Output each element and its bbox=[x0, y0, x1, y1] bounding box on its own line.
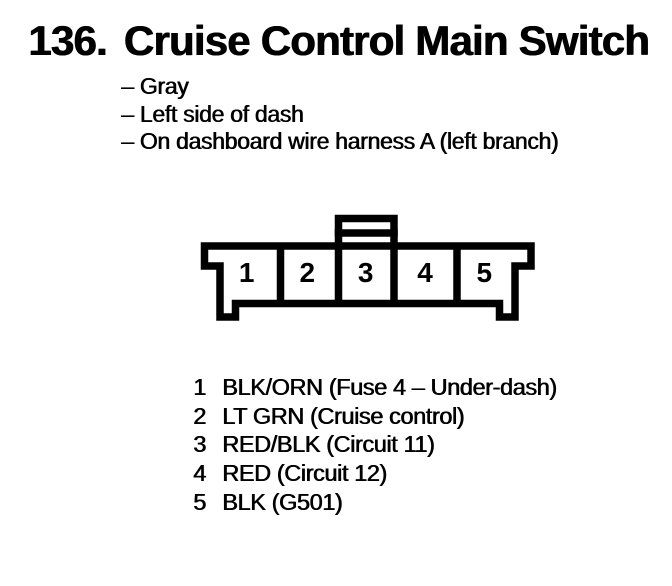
pin-wire-label: RED (Circuit 12) bbox=[222, 460, 387, 487]
pin-wire-label: BLK (G501) bbox=[222, 488, 343, 515]
pin-number: 2 bbox=[193, 402, 206, 429]
note-harness: – On dashboard wire harness A (left bran… bbox=[121, 128, 559, 154]
pin-number: 3 bbox=[193, 431, 206, 458]
pinout-list: 1 BLK/ORN (Fuse 4 – Under-dash) 2 LT GRN… bbox=[193, 373, 557, 517]
item-number: 136. bbox=[28, 17, 107, 64]
pin-cavity-number-3: 3 bbox=[358, 257, 374, 288]
pinout-row: 3 RED/BLK (Circuit 11) bbox=[193, 430, 557, 459]
pin-number: 4 bbox=[193, 460, 206, 487]
pin-cavity-number-4: 4 bbox=[417, 257, 433, 288]
item-title: Cruise Control Main Switch bbox=[123, 17, 650, 64]
page-title: 136. Cruise Control Main Switch bbox=[28, 17, 650, 64]
pin-wire-label: BLK/ORN (Fuse 4 – Under-dash) bbox=[222, 374, 557, 400]
pin-number: 1 bbox=[193, 374, 206, 400]
connector-lock-tab bbox=[334, 214, 398, 304]
pin-wire-label: LT GRN (Cruise control) bbox=[222, 402, 464, 429]
note-location: – Left side of dash bbox=[121, 100, 304, 127]
connector-outline bbox=[200, 242, 535, 321]
pin-wire-label: RED/BLK (Circuit 11) bbox=[222, 431, 435, 458]
pinout-row: 1 BLK/ORN (Fuse 4 – Under-dash) bbox=[193, 373, 557, 402]
pinout-row: 4 RED (Circuit 12) bbox=[193, 459, 557, 488]
pin-cavity-number-2: 2 bbox=[300, 257, 316, 288]
pinout-row: 5 BLK (G501) bbox=[193, 488, 557, 517]
notes-list: – Gray – Left side of dash – On dashboar… bbox=[121, 73, 558, 156]
pin-cavity-number-1: 1 bbox=[239, 257, 255, 288]
pin-cavity-number-5: 5 bbox=[477, 257, 493, 288]
pinout-row: 2 LT GRN (Cruise control) bbox=[193, 402, 557, 431]
note-color: – Gray bbox=[121, 73, 189, 99]
pin-number: 5 bbox=[193, 488, 206, 515]
